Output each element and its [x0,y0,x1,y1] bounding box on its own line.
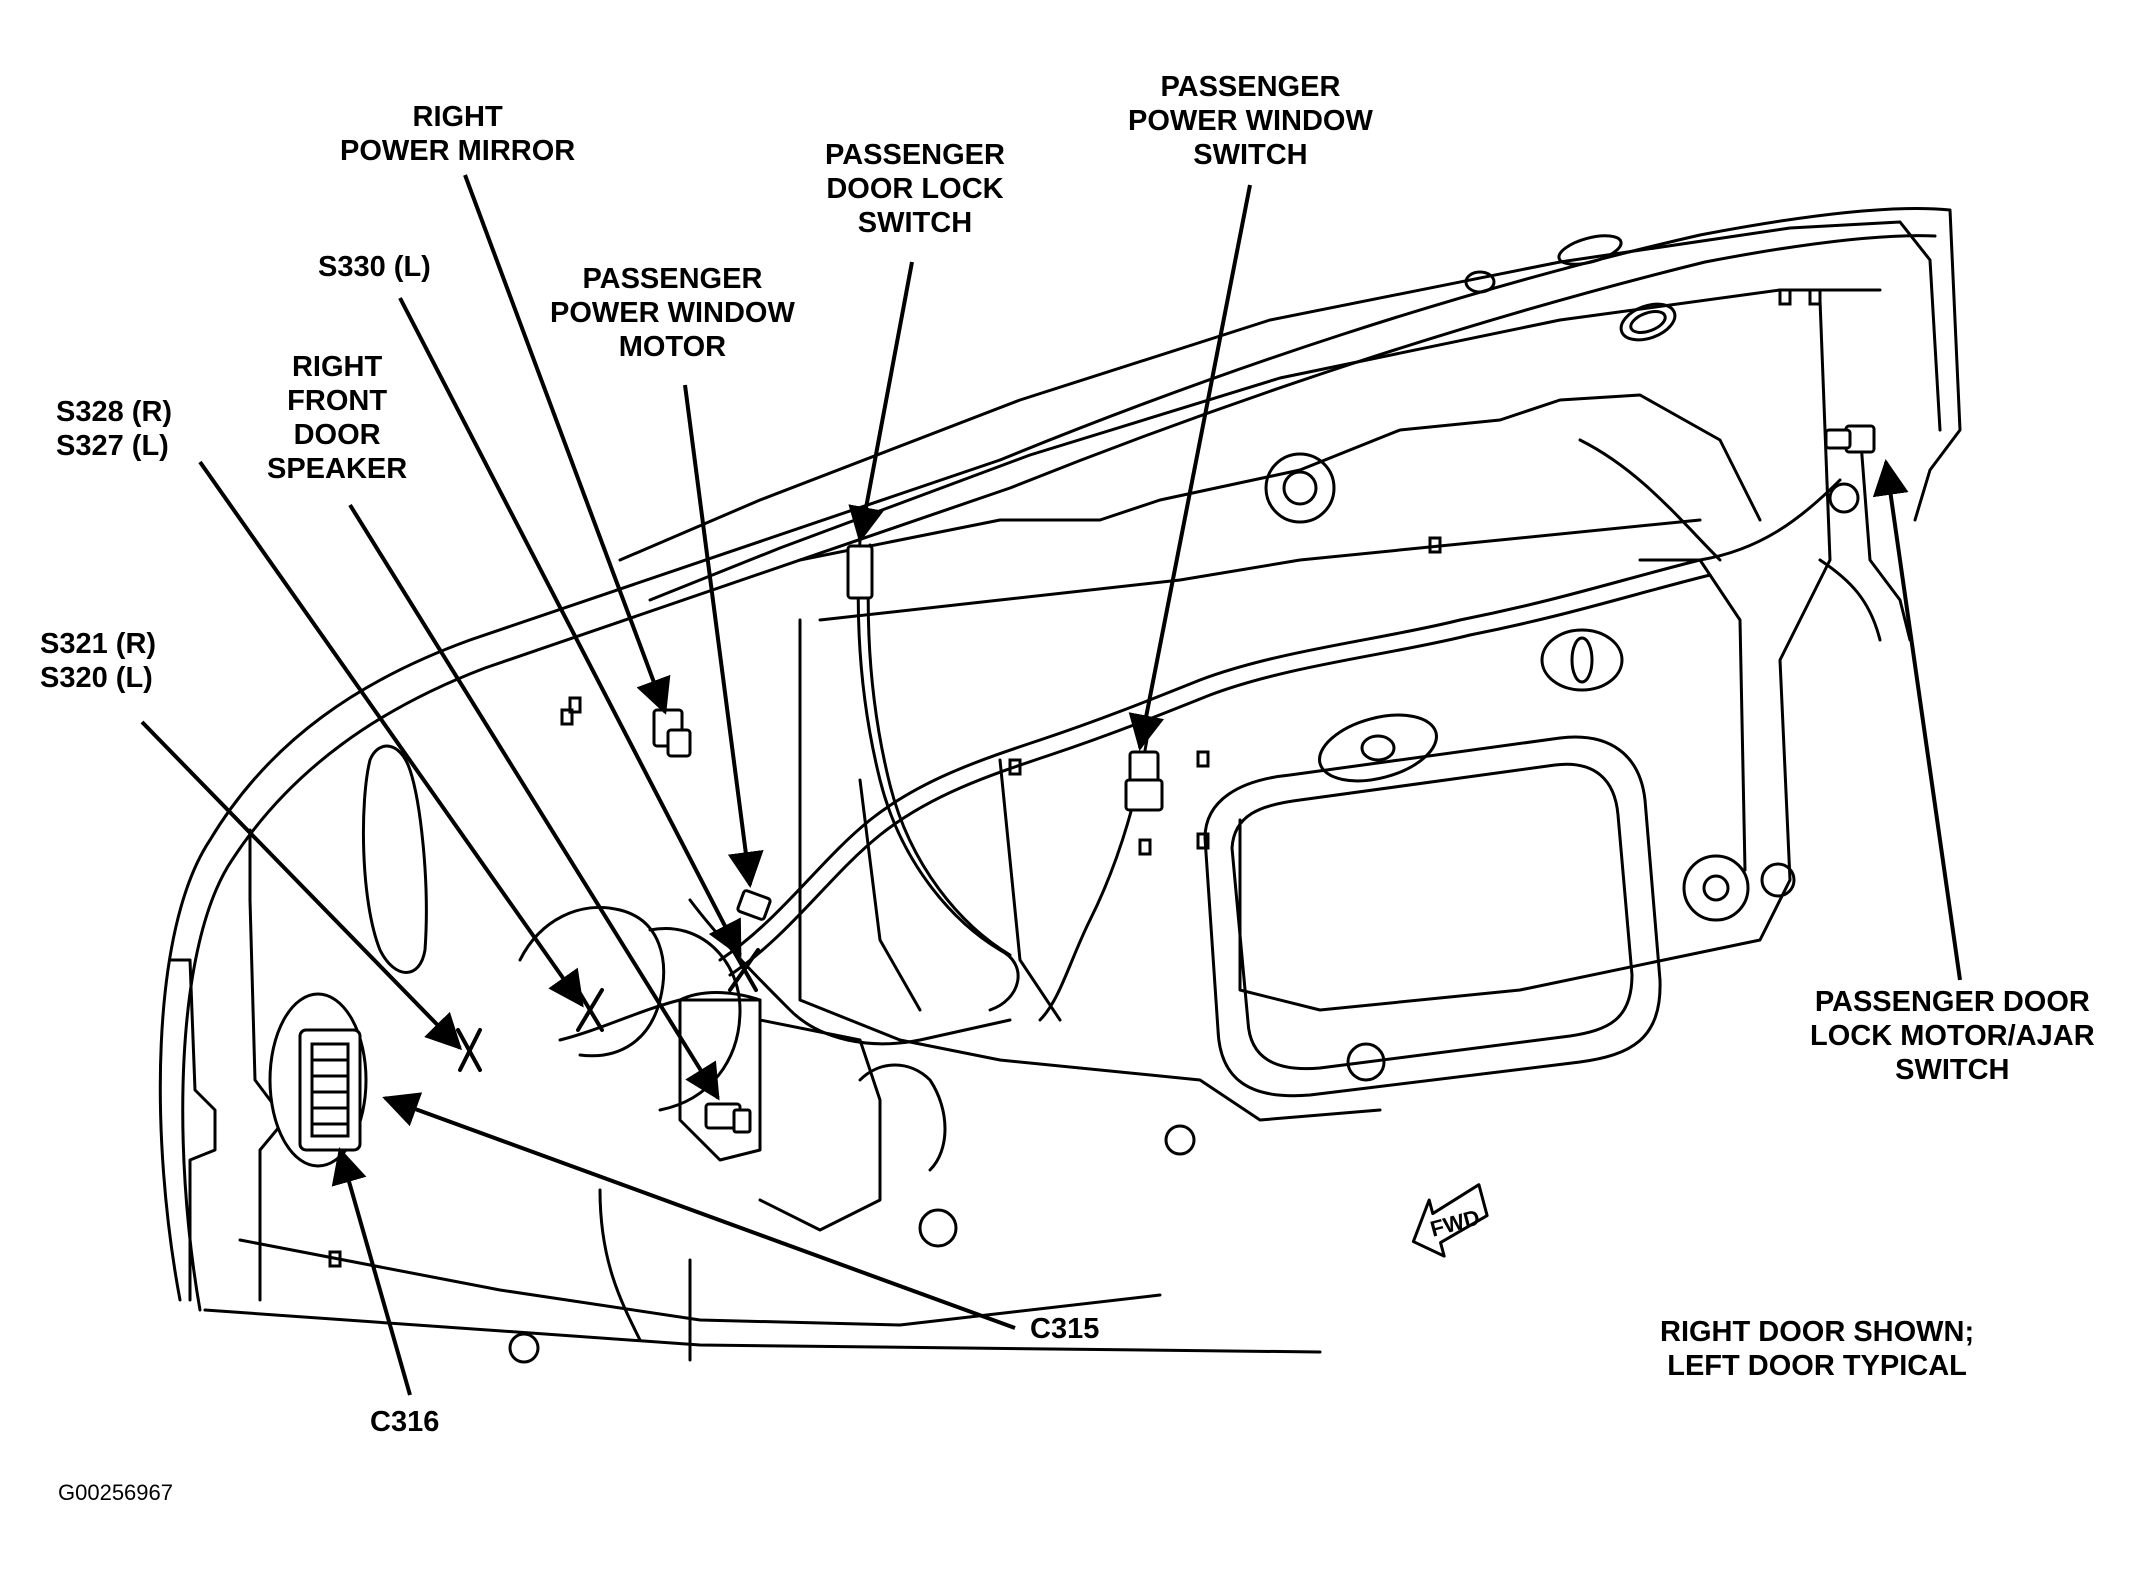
leader-s328 [198,460,584,1008]
label-passenger-door-lock-motor-ajar-switch: PASSENGER DOOR LOCK MOTOR/AJAR SWITCH [1810,986,2095,1086]
note-right-door-shown: RIGHT DOOR SHOWN; LEFT DOOR TYPICAL [1660,1316,1975,1382]
leader-s321 [140,720,463,1051]
splice-marks [456,946,760,1072]
leader-lines [140,174,1962,1396]
door-structure [158,206,1962,1362]
leader-speaker [348,503,720,1101]
leader-window-switch [1128,184,1252,751]
label-s321-s320: S321 (R) S320 (L) [40,628,157,694]
grommets [328,234,1860,1364]
leader-door-lock-switch [848,261,914,543]
label-s328-s327: S328 (R) S327 (L) [56,396,173,462]
figure-id: G00256967 [58,1480,173,1505]
leader-c315 [382,1092,1016,1330]
label-s330: S330 (L) [318,251,431,283]
label-right-power-mirror: RIGHT POWER MIRROR [340,101,576,167]
leader-lock-motor [1872,459,1962,981]
label-passenger-power-window-motor: PASSENGER POWER WINDOW MOTOR [550,263,795,363]
label-right-front-door-speaker: RIGHT FRONT DOOR SPEAKER [267,351,408,485]
label-c316: C316 [370,1406,440,1438]
fwd-arrow [1411,1183,1489,1258]
label-passenger-door-lock-switch: PASSENGER DOOR LOCK SWITCH [825,139,1005,239]
leader-s330 [398,297,742,958]
label-passenger-power-window-switch: PASSENGER POWER WINDOW SWITCH [1128,71,1373,171]
leader-window-motor [683,384,764,888]
label-c315: C315 [1030,1313,1100,1345]
connectors [268,424,1876,1168]
leader-c316 [331,1147,412,1396]
leader-right-power-mirror [463,174,671,715]
